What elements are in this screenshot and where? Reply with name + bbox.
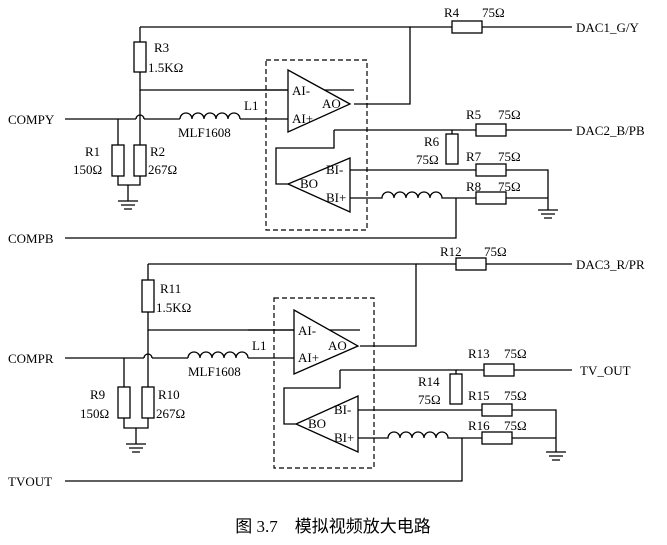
- resistor-r15: [481, 403, 513, 417]
- pin-bi-pos-stage2: BI+: [334, 430, 354, 445]
- resistor-r8: [475, 191, 507, 205]
- label-l1-part-stage2: MLF1608: [188, 364, 241, 379]
- resistor-r14: [449, 373, 463, 405]
- net-compb: COMPB: [8, 231, 54, 246]
- label-r1: R1: [85, 144, 100, 159]
- label-l1-part: MLF1608: [178, 125, 231, 140]
- pin-bi-pos: BI+: [326, 190, 346, 205]
- label-r6: R6: [424, 134, 440, 149]
- net-compr: COMPR: [8, 351, 54, 366]
- label-r15-value: 75Ω: [504, 388, 527, 403]
- pin-ai-pos-stage2: AI+: [298, 350, 319, 365]
- amplifier-a2: [293, 308, 360, 375]
- label-r3: R3: [154, 40, 169, 55]
- label-r2-value: 267Ω: [148, 162, 177, 177]
- pin-ai-pos: AI+: [292, 111, 313, 126]
- label-l1-stage2: L1: [252, 338, 266, 353]
- label-r14: R14: [418, 374, 440, 389]
- stage-1: R3 1.5KΩ R4 75Ω DAC1_G/Y COMPY R1 150Ω R…: [8, 5, 645, 246]
- label-r5: R5: [466, 107, 481, 122]
- resistor-r9: [117, 386, 131, 419]
- pin-bi-neg: BI-: [326, 162, 343, 177]
- resistor-r7: [475, 163, 507, 177]
- label-r15: R15: [468, 388, 490, 403]
- label-r8-value: 75Ω: [498, 179, 521, 194]
- resistor-r13: [483, 363, 515, 377]
- resistor-r2: [133, 144, 147, 177]
- label-r12-value: 75Ω: [484, 244, 507, 259]
- net-dac2: DAC2_B/PB: [576, 123, 645, 138]
- resistor-r3: [133, 41, 147, 73]
- label-r13-value: 75Ω: [504, 346, 527, 361]
- label-r14-value: 75Ω: [418, 392, 441, 407]
- label-r7: R7: [466, 149, 482, 164]
- stage-2: R12 75Ω DAC3_R/PR R11 1.5KΩ COMPR L1 MLF…: [8, 244, 645, 489]
- label-r4: R4: [444, 5, 460, 20]
- pin-ai-neg: AI-: [292, 83, 310, 98]
- label-r1-value: 150Ω: [73, 162, 102, 177]
- resistor-r4: [451, 20, 483, 34]
- label-r9-value: 150Ω: [80, 406, 109, 421]
- label-r12: R12: [440, 244, 462, 259]
- resistor-r5: [475, 123, 507, 137]
- resistor-r1: [111, 144, 125, 177]
- net-tvout: TVOUT: [8, 474, 52, 489]
- amplifier-b2: [294, 394, 359, 454]
- label-r13: R13: [468, 346, 490, 361]
- label-r8: R8: [466, 179, 481, 194]
- label-r7-value: 75Ω: [498, 149, 521, 164]
- label-r11: R11: [160, 281, 181, 296]
- label-r9: R9: [90, 387, 105, 402]
- net-dac1: DAC1_G/Y: [576, 20, 639, 35]
- resistor-r12: [455, 257, 487, 271]
- label-r2: R2: [150, 144, 165, 159]
- label-r16: R16: [468, 418, 490, 433]
- pin-bo-stage2: BO: [308, 416, 326, 431]
- pin-bo: BO: [300, 176, 318, 191]
- pin-ao: AO: [322, 96, 341, 111]
- resistor-r11: [141, 279, 155, 313]
- pin-ai-neg-stage2: AI-: [298, 323, 316, 338]
- net-compy: COMPY: [8, 112, 55, 127]
- resistor-r10: [141, 386, 155, 419]
- label-r16-value: 75Ω: [504, 418, 527, 433]
- label-r4-value: 75Ω: [482, 5, 505, 20]
- label-r6-value: 75Ω: [416, 152, 439, 167]
- label-l1: L1: [244, 98, 258, 113]
- label-r10: R10: [158, 387, 180, 402]
- label-r11-value: 1.5KΩ: [156, 300, 191, 315]
- label-r5-value: 75Ω: [498, 107, 521, 122]
- net-dac3: DAC3_R/PR: [576, 257, 645, 272]
- figure-caption: 图 3.7 模拟视频放大电路: [235, 517, 431, 536]
- net-tv-out: TV_OUT: [580, 363, 631, 378]
- resistor-r16: [481, 431, 513, 445]
- pin-bi-neg-stage2: BI-: [334, 402, 351, 417]
- label-r3-value: 1.5KΩ: [148, 60, 183, 75]
- resistor-r6: [445, 133, 459, 165]
- pin-ao-stage2: AO: [328, 338, 347, 353]
- label-r10-value: 267Ω: [156, 406, 185, 421]
